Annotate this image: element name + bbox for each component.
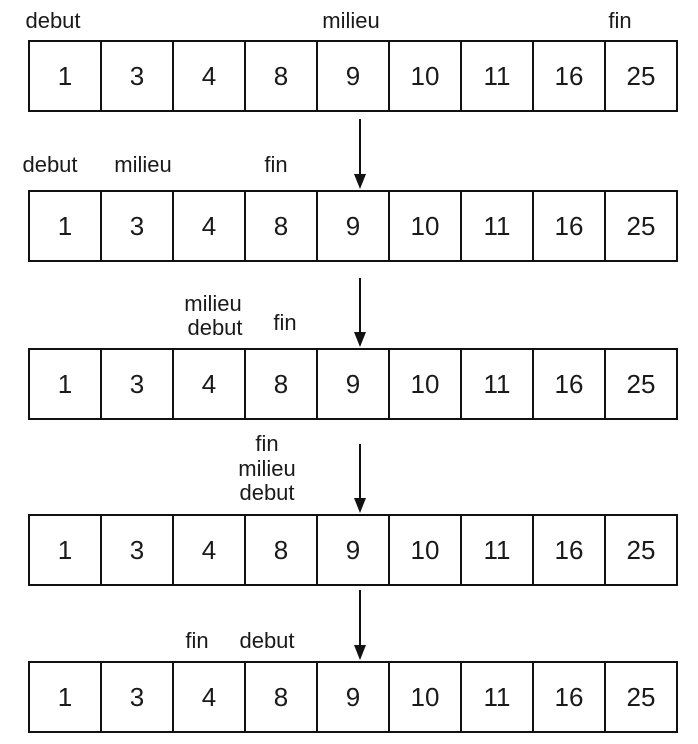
array-cell: 11 [460, 514, 534, 586]
array-cell: 16 [532, 661, 606, 733]
fin-label: fin [185, 628, 209, 653]
debut-label: debut [22, 152, 78, 177]
array-cell: 16 [532, 514, 606, 586]
milieu-label: milieu [114, 152, 172, 177]
fin-label: fin [255, 431, 279, 456]
array-cell: 16 [532, 40, 606, 112]
debut-label: debut [239, 628, 295, 653]
debut-label: debut [239, 480, 295, 505]
down-arrow-icon [354, 444, 366, 513]
array-cell: 25 [604, 190, 678, 262]
array-cell: 25 [604, 661, 678, 733]
milieu-label: milieu [322, 8, 380, 33]
array-cell: 11 [460, 190, 534, 262]
fin-label: fin [273, 310, 297, 335]
fin-label: fin [608, 8, 632, 33]
milieu-label: milieu [238, 456, 296, 481]
milieu-label: milieu [184, 291, 242, 316]
down-arrow-icon [354, 590, 366, 660]
down-arrow-icon [354, 119, 366, 189]
array-cell: 25 [604, 40, 678, 112]
debut-label: debut [187, 315, 243, 340]
fin-label: fin [264, 152, 288, 177]
array-cell: 25 [604, 514, 678, 586]
debut-label: debut [25, 8, 81, 33]
array-cell: 25 [604, 348, 678, 420]
down-arrow-icon [354, 278, 366, 347]
